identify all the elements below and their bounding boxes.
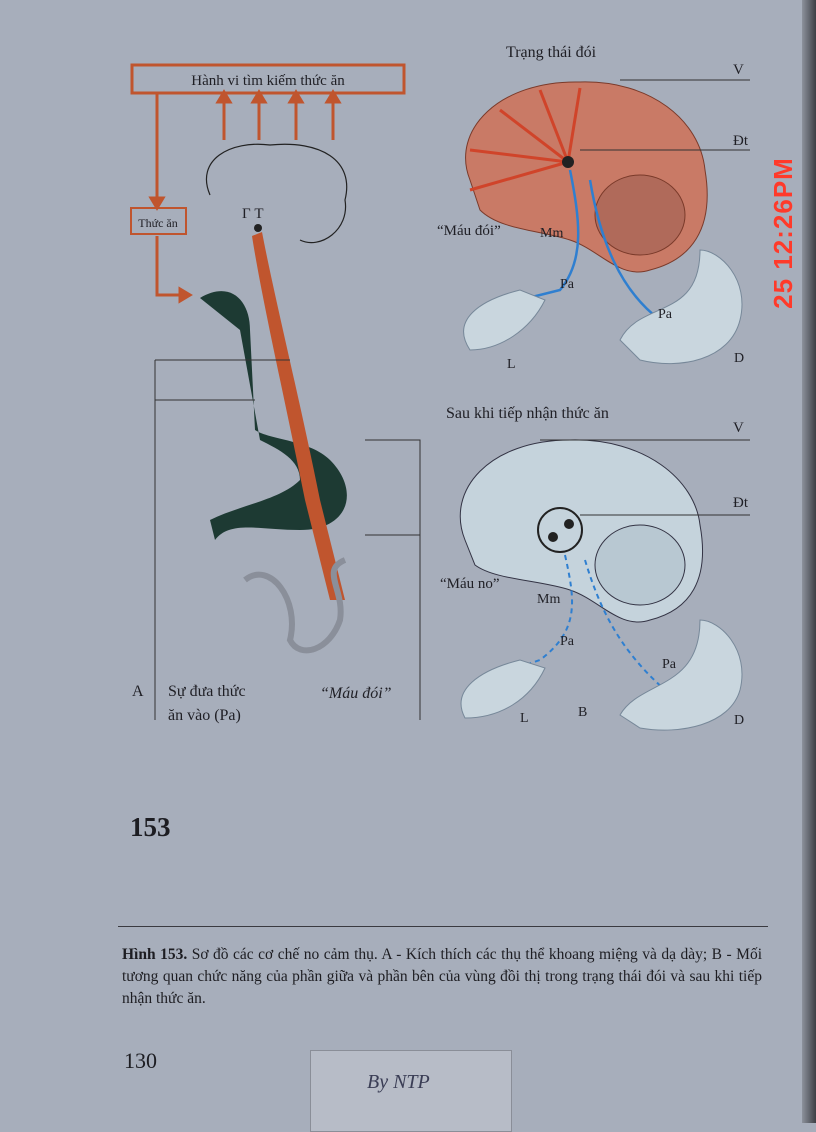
food-label: Thức ăn xyxy=(138,216,178,230)
figure-number: 153 xyxy=(130,812,171,842)
behavior-label: Hành vi tìm kiếm thức ăn xyxy=(191,73,345,89)
blood-vessel xyxy=(252,232,345,600)
panel-fed: Sau khi tiếp nhận thức ăn V Đt “Máu no” … xyxy=(440,405,750,731)
timestamp-text: 25 12:26PM xyxy=(768,157,798,309)
label-d: D xyxy=(734,351,744,366)
label-blood-hungry: “Máu đói” xyxy=(437,223,501,239)
pa-pathways-fed xyxy=(524,554,666,691)
stamp-label: By NTP xyxy=(310,1050,512,1132)
fed-title: Sau khi tiếp nhận thức ăn xyxy=(446,405,609,422)
cerebellum-hungry xyxy=(594,174,686,256)
label-mm: Mm xyxy=(537,592,560,607)
caption-label: Hình 153. xyxy=(122,946,188,963)
stomach-fed xyxy=(619,619,743,731)
camera-timestamp: 25 12:26PM xyxy=(767,135,799,331)
caption-text: Sơ đồ các cơ chế no cảm thụ. A - Kích th… xyxy=(122,946,763,1007)
up-arrows xyxy=(148,89,342,304)
label-pa: Pa xyxy=(560,277,575,292)
food-box xyxy=(130,207,187,235)
panel-a: Hành vi tìm kiếm thức ăn Thức ăn Γ T A S… xyxy=(130,63,421,724)
label-v: V xyxy=(733,62,744,78)
intake-label-2: ăn vào (Pa) xyxy=(168,707,241,724)
tongue-fed xyxy=(460,659,546,719)
figure-caption: Hình 153. Sơ đồ các cơ chế no cảm thụ. A… xyxy=(122,944,762,1010)
label-pa: Pa xyxy=(658,307,673,322)
figure-153: Hành vi tìm kiếm thức ăn Thức ăn Γ T A S… xyxy=(130,44,750,731)
label-d: D xyxy=(734,713,744,728)
behavior-box xyxy=(130,63,406,95)
label-b: B xyxy=(578,705,587,720)
label-pa: Pa xyxy=(662,657,677,672)
book-edge xyxy=(802,0,816,1123)
panel-a-letter: A xyxy=(132,683,144,700)
gt-label: Γ T xyxy=(242,206,264,222)
intake-label-1: Sự đưa thức xyxy=(168,683,246,700)
label-v: V xyxy=(733,420,744,436)
brain-outline xyxy=(205,143,348,244)
label-dt: Đt xyxy=(733,133,749,149)
cerebellum-fed xyxy=(594,524,686,606)
stamp-text: By NTP xyxy=(367,1071,430,1093)
blood-label-a: “Máu đói” xyxy=(320,685,392,702)
divider xyxy=(118,926,768,927)
label-mm: Mm xyxy=(540,226,563,241)
tongue-hungry xyxy=(463,289,546,351)
page-number: 130 xyxy=(124,1048,157,1073)
label-pa: Pa xyxy=(560,634,575,649)
hungry-title: Trạng thái đói xyxy=(506,44,597,61)
label-l: L xyxy=(507,357,516,372)
label-l: L xyxy=(520,711,529,726)
label-dt: Đt xyxy=(733,495,749,511)
pa-pathways-hungry xyxy=(519,169,661,321)
stomach-hungry xyxy=(619,249,743,365)
label-blood-fed: “Máu no” xyxy=(440,576,500,592)
panel-hungry: Trạng thái đói V Đt “Máu đói” Mm Pa Pa L… xyxy=(437,44,750,372)
intestine xyxy=(243,557,347,654)
